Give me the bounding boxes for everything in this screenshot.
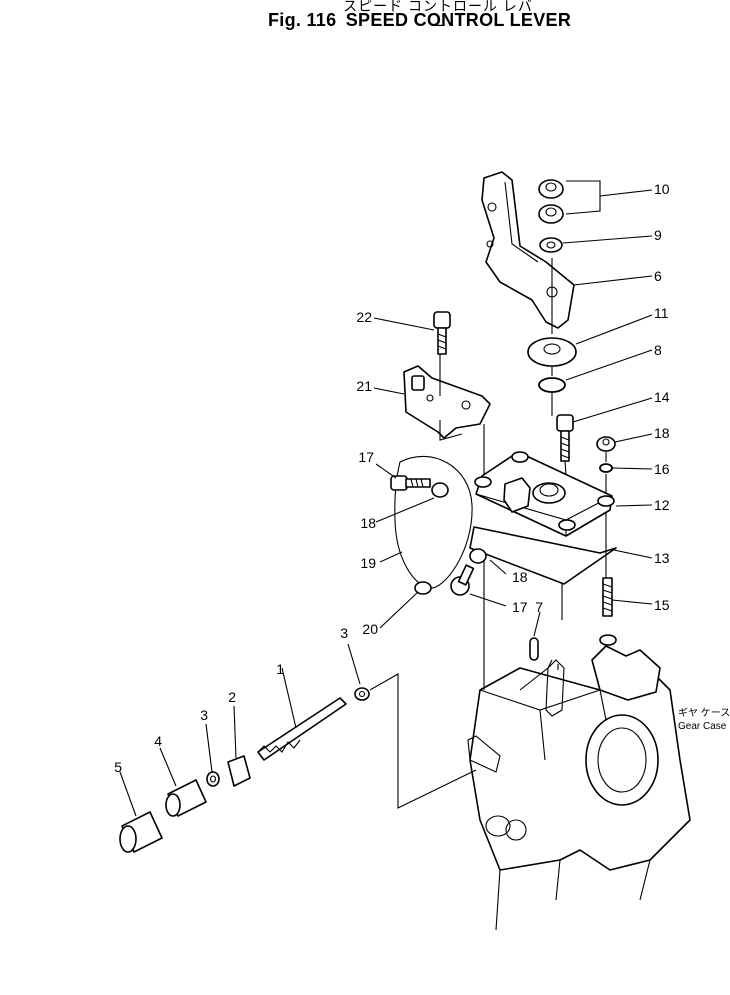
part-label: 15 (654, 597, 670, 613)
part-label: 11 (654, 305, 669, 321)
gear-case-callout: ギヤ ケース Gear Case (678, 707, 730, 732)
part-label: 6 (654, 268, 662, 284)
part-label: 10 (654, 181, 670, 197)
part-label: 3 (200, 707, 208, 723)
right-nut-and-washer-part (596, 436, 616, 473)
part-label: 1 (276, 661, 284, 677)
part-number-labels: 1 2 3 3 4 5 6 7 8 9 10 11 12 13 14 15 16… (114, 181, 670, 775)
lever-nuts-part (538, 179, 564, 253)
part-label: 22 (356, 309, 372, 325)
part-label: 2 (228, 689, 236, 705)
leader-lines (119, 180, 653, 817)
bracket-and-bolt-part (403, 311, 491, 439)
part-label: 18 (654, 425, 670, 441)
sleeve-and-cap-parts (119, 755, 251, 853)
part-label: 9 (654, 227, 662, 243)
part-label: 20 (362, 621, 378, 637)
washer-and-o-ring-part (527, 337, 577, 393)
gear-case-label: Gear Case (678, 721, 727, 732)
part-label: 14 (654, 389, 670, 405)
key-7-part (529, 637, 539, 661)
part-label: 3 (340, 625, 348, 641)
part-label: 21 (356, 378, 372, 394)
part-label: 5 (114, 759, 122, 775)
figure-number: Fig. 116 (268, 10, 337, 30)
bolt-14-part (556, 414, 574, 462)
part-label: 7 (535, 599, 543, 615)
gear-case-part (467, 634, 691, 931)
part-label: 19 (360, 555, 376, 571)
part-label: 4 (154, 733, 162, 749)
adjusting-screw-part (257, 687, 370, 761)
part-label: 13 (654, 550, 670, 566)
part-label: 16 (654, 461, 670, 477)
gear-case-label-japanese: ギヤ ケース (678, 707, 730, 719)
part-label: 12 (654, 497, 670, 513)
stud-15-part (602, 577, 613, 617)
figure-title-japanese: スピード コントロール レバー (343, 0, 533, 34)
part-label: 18 (360, 515, 376, 531)
speed-control-lever-part (481, 171, 575, 329)
part-label: 18 (512, 569, 528, 585)
part-label: 8 (654, 342, 662, 358)
side-plate-and-fasteners-part (390, 456, 531, 596)
figure-title-english: SPEED CONTROL LEVER (345, 10, 572, 30)
part-label: 17 (512, 599, 528, 615)
cover-and-gasket-part (469, 451, 617, 585)
part-label: 17 (358, 449, 374, 465)
figure-title: Fig. 116 SPEED CONTROL LEVER (268, 10, 575, 31)
